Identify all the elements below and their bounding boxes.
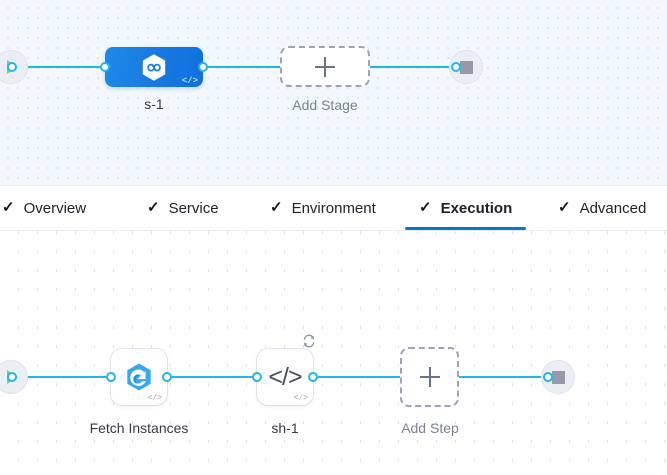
execution-end-node[interactable] <box>541 360 575 394</box>
add-step-button[interactable] <box>400 347 459 407</box>
tab-service[interactable]: ✓ Service <box>145 186 221 230</box>
loop-strategy-icon <box>303 334 315 348</box>
edge-fetch-to-sh1 <box>172 376 256 378</box>
check-icon: ✓ <box>558 198 571 216</box>
hexagon-infinity-icon <box>142 53 166 81</box>
execution-canvas[interactable]: </> Fetch Instances </> </> sh-1 Add Ste… <box>0 231 667 475</box>
sh1-output-dot[interactable] <box>308 372 318 382</box>
edge-addstep-to-end <box>459 376 549 378</box>
check-icon: ✓ <box>419 198 432 216</box>
tab-label: Advanced <box>579 199 647 217</box>
harness-hexagon-icon <box>127 363 151 391</box>
pipeline-end-node[interactable] <box>449 50 483 84</box>
code-brackets-icon: </> <box>268 362 302 391</box>
edge-addstage-to-end <box>370 66 456 68</box>
step-label-sh-1: sh-1 <box>271 420 299 436</box>
stop-icon <box>459 60 473 74</box>
tab-active-underline <box>405 227 527 230</box>
execution-end-connector-dot[interactable] <box>543 372 553 382</box>
execution-start-connector-dot[interactable] <box>7 372 17 382</box>
stage-input-dot[interactable] <box>100 62 110 72</box>
sh1-input-dot[interactable] <box>252 372 262 382</box>
tab-label: Overview <box>23 199 87 217</box>
edge-start-to-fetch <box>22 376 110 378</box>
tab-label: Environment <box>291 199 376 217</box>
check-icon: ✓ <box>270 198 283 216</box>
plus-icon <box>419 367 440 387</box>
tab-overview[interactable]: ✓ Overview <box>0 186 88 230</box>
stage-output-dot[interactable] <box>198 62 208 72</box>
start-connector-dot[interactable] <box>7 62 17 72</box>
tab-environment[interactable]: ✓ Environment <box>268 186 378 230</box>
plus-icon <box>315 56 335 77</box>
step-label-fetch-instances: Fetch Instances <box>89 420 189 436</box>
step-node-sh-1[interactable]: </> </> <box>257 334 315 405</box>
edge-stage-to-addstage <box>202 66 280 68</box>
step-code-badge: </> <box>147 394 162 403</box>
grid-background <box>0 231 667 475</box>
stage-code-badge: </> <box>181 76 198 86</box>
stage-config-tabs[interactable]: ✓ Overview ✓ Service ✓ Environment ✓ Exe… <box>0 186 667 231</box>
add-stage-button[interactable] <box>280 46 370 87</box>
fetch-output-dot[interactable] <box>162 372 172 382</box>
edge-start-to-stage <box>22 66 108 68</box>
stage-canvas[interactable]: </> s-1 Add Stage <box>0 0 667 186</box>
stop-icon <box>551 370 565 384</box>
step-node-fetch-instances[interactable]: </> <box>111 349 167 405</box>
step-code-badge: </> <box>293 394 308 403</box>
tab-advanced[interactable]: ✓ Advanced <box>556 186 648 230</box>
tab-label: Execution <box>440 199 513 217</box>
add-step-label: Add Step <box>401 420 459 436</box>
fetch-input-dot[interactable] <box>106 372 116 382</box>
stage-node-s-1[interactable]: </> <box>105 47 203 87</box>
end-connector-dot[interactable] <box>451 62 461 72</box>
tab-execution[interactable]: ✓ Execution <box>405 186 527 230</box>
stage-node-label: s-1 <box>144 96 164 112</box>
tab-label: Service <box>168 199 219 217</box>
edge-sh1-to-addstep <box>318 376 400 378</box>
check-icon: ✓ <box>147 198 160 216</box>
check-icon: ✓ <box>2 198 15 216</box>
add-stage-label: Add Stage <box>292 97 358 113</box>
